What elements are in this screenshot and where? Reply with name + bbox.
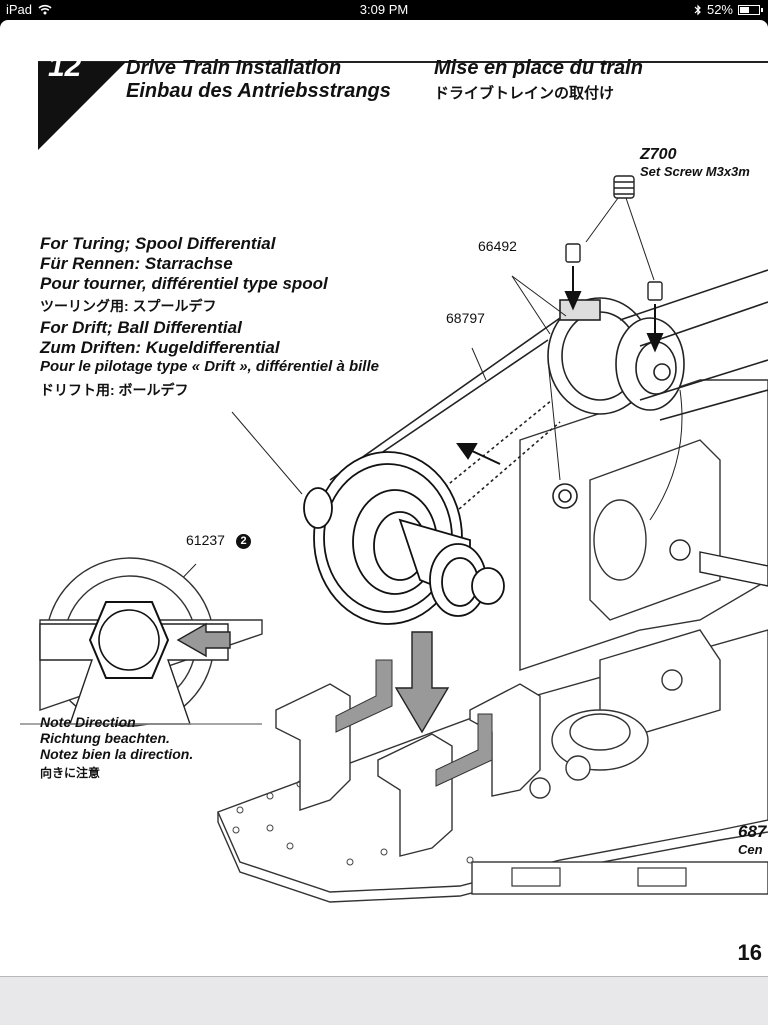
label-turing-fr: Pour tourner, différentiel type spool (40, 274, 328, 293)
title-german: Einbau des Antriebsstrangs (126, 80, 391, 102)
assembly-illustration (20, 61, 768, 903)
page-number: 16 (737, 940, 762, 965)
part-61237: 61237 (186, 532, 225, 548)
title-french: Mise en place du train (434, 57, 643, 79)
insert-arrow (394, 631, 450, 734)
device-name: iPad (6, 2, 33, 17)
label-drift-de: Zum Driften: Kugeldifferential (40, 338, 280, 357)
battery-fill (740, 6, 750, 13)
label-drift-en: For Drift; Ball Differential (40, 318, 242, 337)
manual-page[interactable]: 12 Drive Train Installation Einbau des A… (0, 20, 768, 976)
part-687: 687 (738, 822, 767, 841)
note-en: Note Direction (40, 714, 136, 730)
status-right: 52% (694, 2, 763, 17)
title-japanese: ドライブトレインの取付け (434, 85, 615, 102)
label-turing-de: Für Rennen: Starrachse (40, 254, 233, 273)
detail-arrow (176, 622, 231, 658)
label-turing-en: For Turing; Spool Differential (40, 234, 276, 253)
motor-mount (519, 379, 768, 741)
battery-icon (738, 4, 763, 15)
direction-arrow (456, 443, 501, 465)
bulkhead-mounts (275, 683, 541, 857)
label-cen: Cen (738, 842, 763, 857)
step-number: 12 (48, 50, 82, 83)
spool-differential (303, 451, 505, 625)
note-de: Richtung beachten. (40, 730, 170, 746)
bottom-toolbar[interactable] (0, 976, 768, 1025)
step-badge (38, 62, 126, 150)
note-fr: Notez bien la direction. (40, 746, 194, 762)
upper-pulleys (547, 297, 685, 509)
label-drift-fr: Pour le pilotage type « Drift », différe… (40, 358, 379, 375)
part-66492: 66492 (478, 238, 517, 254)
wifi-icon (38, 4, 52, 15)
quantity-badge: 2 (236, 534, 251, 549)
part-z700-code: Z700 (640, 146, 677, 163)
status-bar: iPad 3:09 PM 52% (0, 0, 768, 20)
label-turing-jp: ツーリング用: スプールデフ (40, 298, 217, 314)
bluetooth-icon (694, 4, 701, 15)
status-left: iPad (6, 2, 52, 17)
battery-percent: 52% (706, 2, 733, 17)
status-time: 3:09 PM (359, 2, 409, 17)
part-68797: 68797 (446, 310, 485, 326)
spur-gear (529, 709, 649, 799)
note-jp: 向きに注意 (40, 766, 101, 780)
drive-shaft (669, 539, 768, 587)
title-english: Drive Train Installation (126, 57, 342, 79)
side-rail (471, 861, 768, 895)
part-z700-desc: Set Screw M3x3m (640, 164, 750, 179)
set-screws (565, 175, 663, 301)
label-drift-jp: ドリフト用: ボールデフ (40, 382, 189, 398)
detail-inset (20, 557, 263, 727)
